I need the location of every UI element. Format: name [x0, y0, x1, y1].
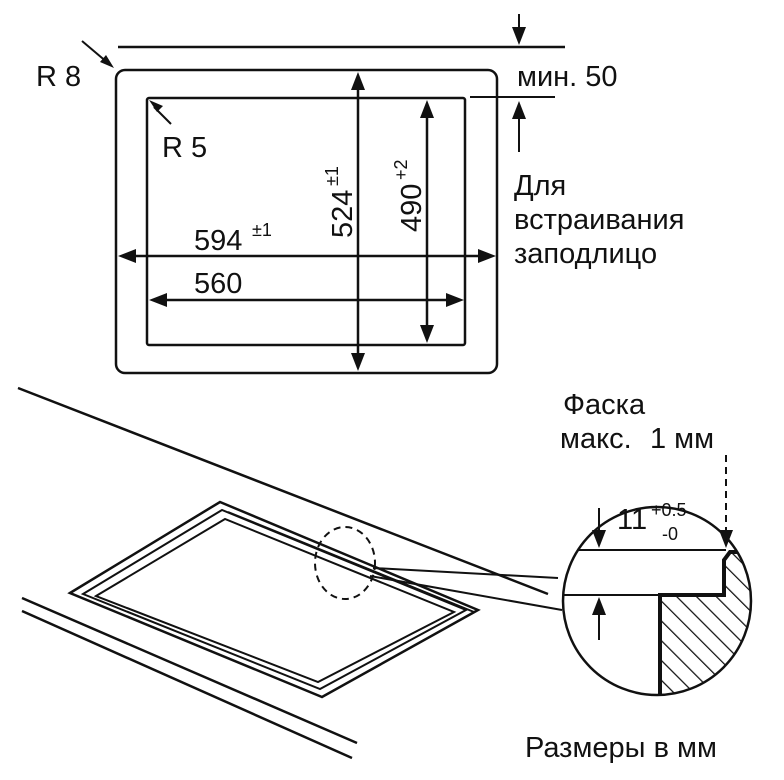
flush-note-line-2: встраивания	[514, 204, 684, 236]
r8-leader-arrow	[100, 55, 114, 68]
dim-594-arrow-left	[118, 249, 136, 263]
chamfer-note-line-2b: 1 мм	[650, 423, 714, 455]
min-clearance-label: мин. 50	[517, 61, 618, 93]
corner-radius-inner-label: R 5	[162, 132, 207, 164]
depth-outer-value: 524	[327, 190, 359, 238]
cutout-outer-perspective	[67, 500, 481, 699]
detail-leader-lower	[369, 575, 563, 611]
width-outer-tolerance: ±1	[252, 220, 272, 240]
worktop-section-profile	[658, 550, 751, 695]
worktop-rear-edge	[17, 386, 549, 596]
dim-560-arrow-left	[149, 293, 167, 307]
dim-490-arrow-bottom	[420, 325, 434, 343]
rebate-arrow-top-head	[592, 530, 606, 548]
dim-490-arrow-top	[420, 100, 434, 118]
dim-524-arrow-top	[351, 72, 365, 90]
rebate-depth-tol-upper: +0.5	[651, 500, 687, 520]
depth-inner-tolerance: +2	[391, 159, 411, 180]
corner-radius-outer-label: R 8	[36, 61, 81, 93]
depth-outer-tolerance: ±1	[322, 166, 342, 186]
width-inner-value: 560	[194, 268, 242, 300]
chamfer-note-line-1: Фаска	[563, 389, 646, 421]
rebate-depth-value: 11	[617, 504, 647, 536]
outer-cutout-outline	[114, 68, 499, 375]
top-view: R 8 R 5 мин. 50 Для встраивания заподлиц…	[36, 14, 684, 375]
width-outer-value: 594	[194, 225, 242, 257]
dim-560-arrow-right	[446, 293, 464, 307]
perspective-view	[17, 386, 563, 760]
clearance-arrow-top-head	[512, 27, 526, 45]
chamfer-arrow-head	[719, 530, 733, 548]
detail-marker-circle	[314, 526, 376, 600]
inner-cutout-outline	[145, 96, 467, 347]
clearance-arrow-bottom-head	[512, 101, 526, 119]
detail-magnified: 11 +0.5 -0	[561, 455, 753, 697]
depth-inner-value: 490	[396, 184, 428, 232]
dim-524-arrow-bottom	[351, 353, 365, 371]
dim-594-arrow-right	[478, 249, 496, 263]
rebate-ledge-line	[227, 511, 475, 613]
cutout-rebate-perspective	[80, 508, 469, 691]
rebate-arrow-bottom-head	[592, 597, 606, 615]
cutout-inner-perspective	[93, 517, 457, 684]
r5-leader-arrow	[149, 100, 163, 112]
worktop-front-edge-bottom	[21, 609, 353, 760]
detail-leader-upper	[372, 567, 559, 579]
units-note: Размеры в мм	[525, 732, 717, 764]
worktop-front-edge-top	[21, 596, 358, 745]
flush-note-line-3: заподлицо	[514, 238, 657, 270]
rebate-depth-tol-lower: -0	[662, 524, 678, 544]
flush-note-line-1: Для	[514, 170, 566, 202]
chamfer-note-line-2a: макс.	[560, 423, 632, 455]
